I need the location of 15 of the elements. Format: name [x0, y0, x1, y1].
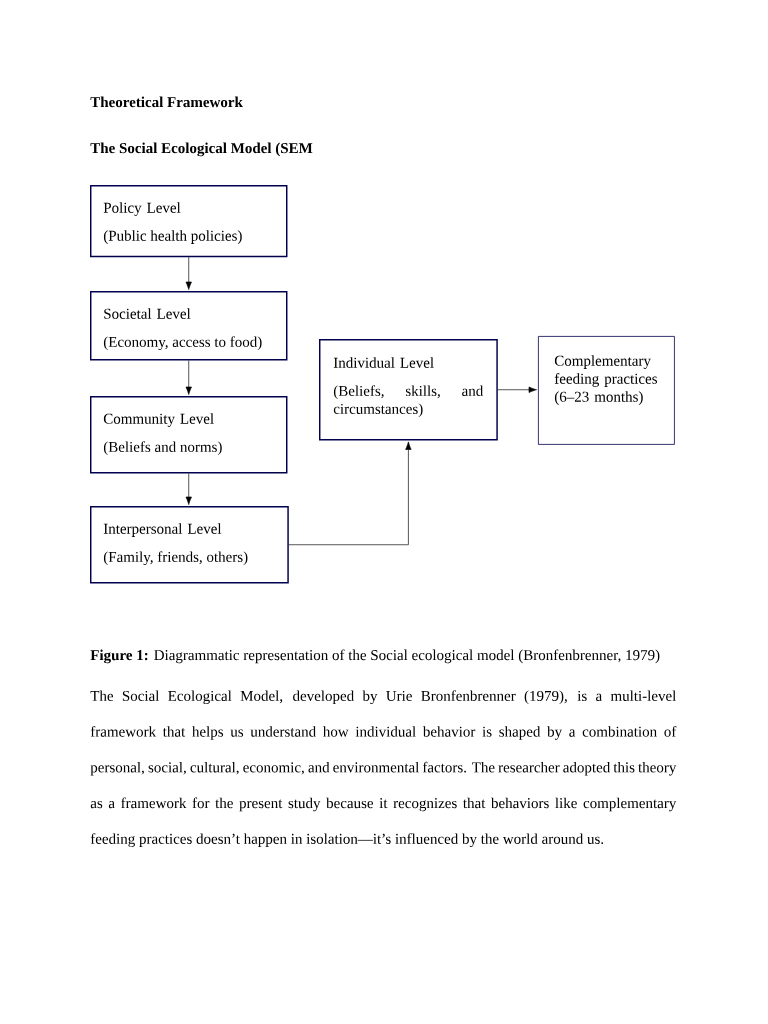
heading: Theoretical Framework	[90, 96, 243, 108]
process-box: Complementary feeding practices (6–23 months)	[538, 336, 675, 445]
process-box: Interpersonal Level (Family, friends, others)	[90, 506, 289, 584]
caption: Figure 1: Diagrammatic representation of the Social ecological model (Bronfenbrenner, 1979)	[90, 649, 660, 664]
process-box: Policy Level (Public health policies)	[90, 185, 288, 258]
arrow	[288, 441, 412, 546]
arrow	[185, 473, 192, 505]
process-box: Societal Level (Economy, access to food)	[90, 291, 288, 361]
paragraph: The Social Ecological Model, developed by Urie Bronfenbrenner (1979), is a multi-level framework that helps us understand how individual behavior is shaped by a combination of personal, social, cultural, economic, and environmental factors. The researcher adopted this theory as a framework for the present study because it recognizes that behaviors like complementary feeding practices doesn’t happen in isolation—it’s influenced by the world around us.	[90, 690, 677, 847]
arrow	[185, 256, 192, 290]
heading: The Social Ecological Model (SEM	[90, 142, 313, 157]
process-box: Individual Level (Beliefs, skills, and circumstances)	[319, 339, 498, 441]
arrow	[497, 386, 537, 393]
arrow	[185, 360, 192, 395]
process-box: Community Level (Beliefs and norms)	[90, 396, 288, 474]
